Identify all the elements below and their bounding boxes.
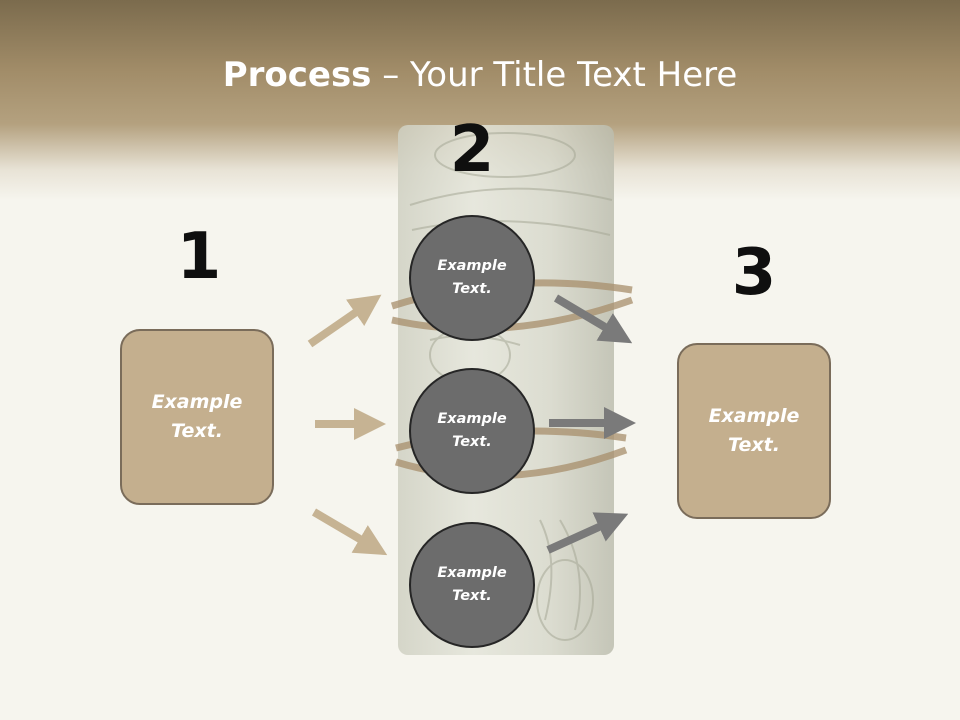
right-box-line2: Text. — [728, 434, 780, 456]
step-number-2: 2 — [449, 113, 495, 187]
arrow-from-circle-3 — [546, 512, 629, 554]
circle-3-line2: Text. — [452, 588, 492, 604]
circle-1-line2: Text. — [452, 281, 492, 297]
title-rest: – Your Title Text Here — [371, 55, 738, 95]
arrow-to-circle-3 — [311, 508, 388, 556]
slide-title: Process – Your Title Text Here — [0, 54, 960, 96]
circle-2-line2: Text. — [452, 434, 492, 450]
right-box-line1: Example — [708, 405, 800, 427]
left-box-line2: Text. — [171, 420, 223, 442]
arrow-from-circle-1 — [553, 294, 633, 344]
circle-1-line1: Example — [437, 258, 507, 274]
circle-2-line1: Example — [437, 411, 507, 427]
step-number-1: 1 — [176, 220, 222, 294]
step-number-3: 3 — [731, 236, 777, 310]
title-bold-word: Process — [222, 55, 372, 95]
arrow-to-circle-1 — [307, 294, 382, 348]
left-box-line1: Example — [151, 391, 243, 413]
circle-3-line1: Example — [437, 565, 507, 581]
